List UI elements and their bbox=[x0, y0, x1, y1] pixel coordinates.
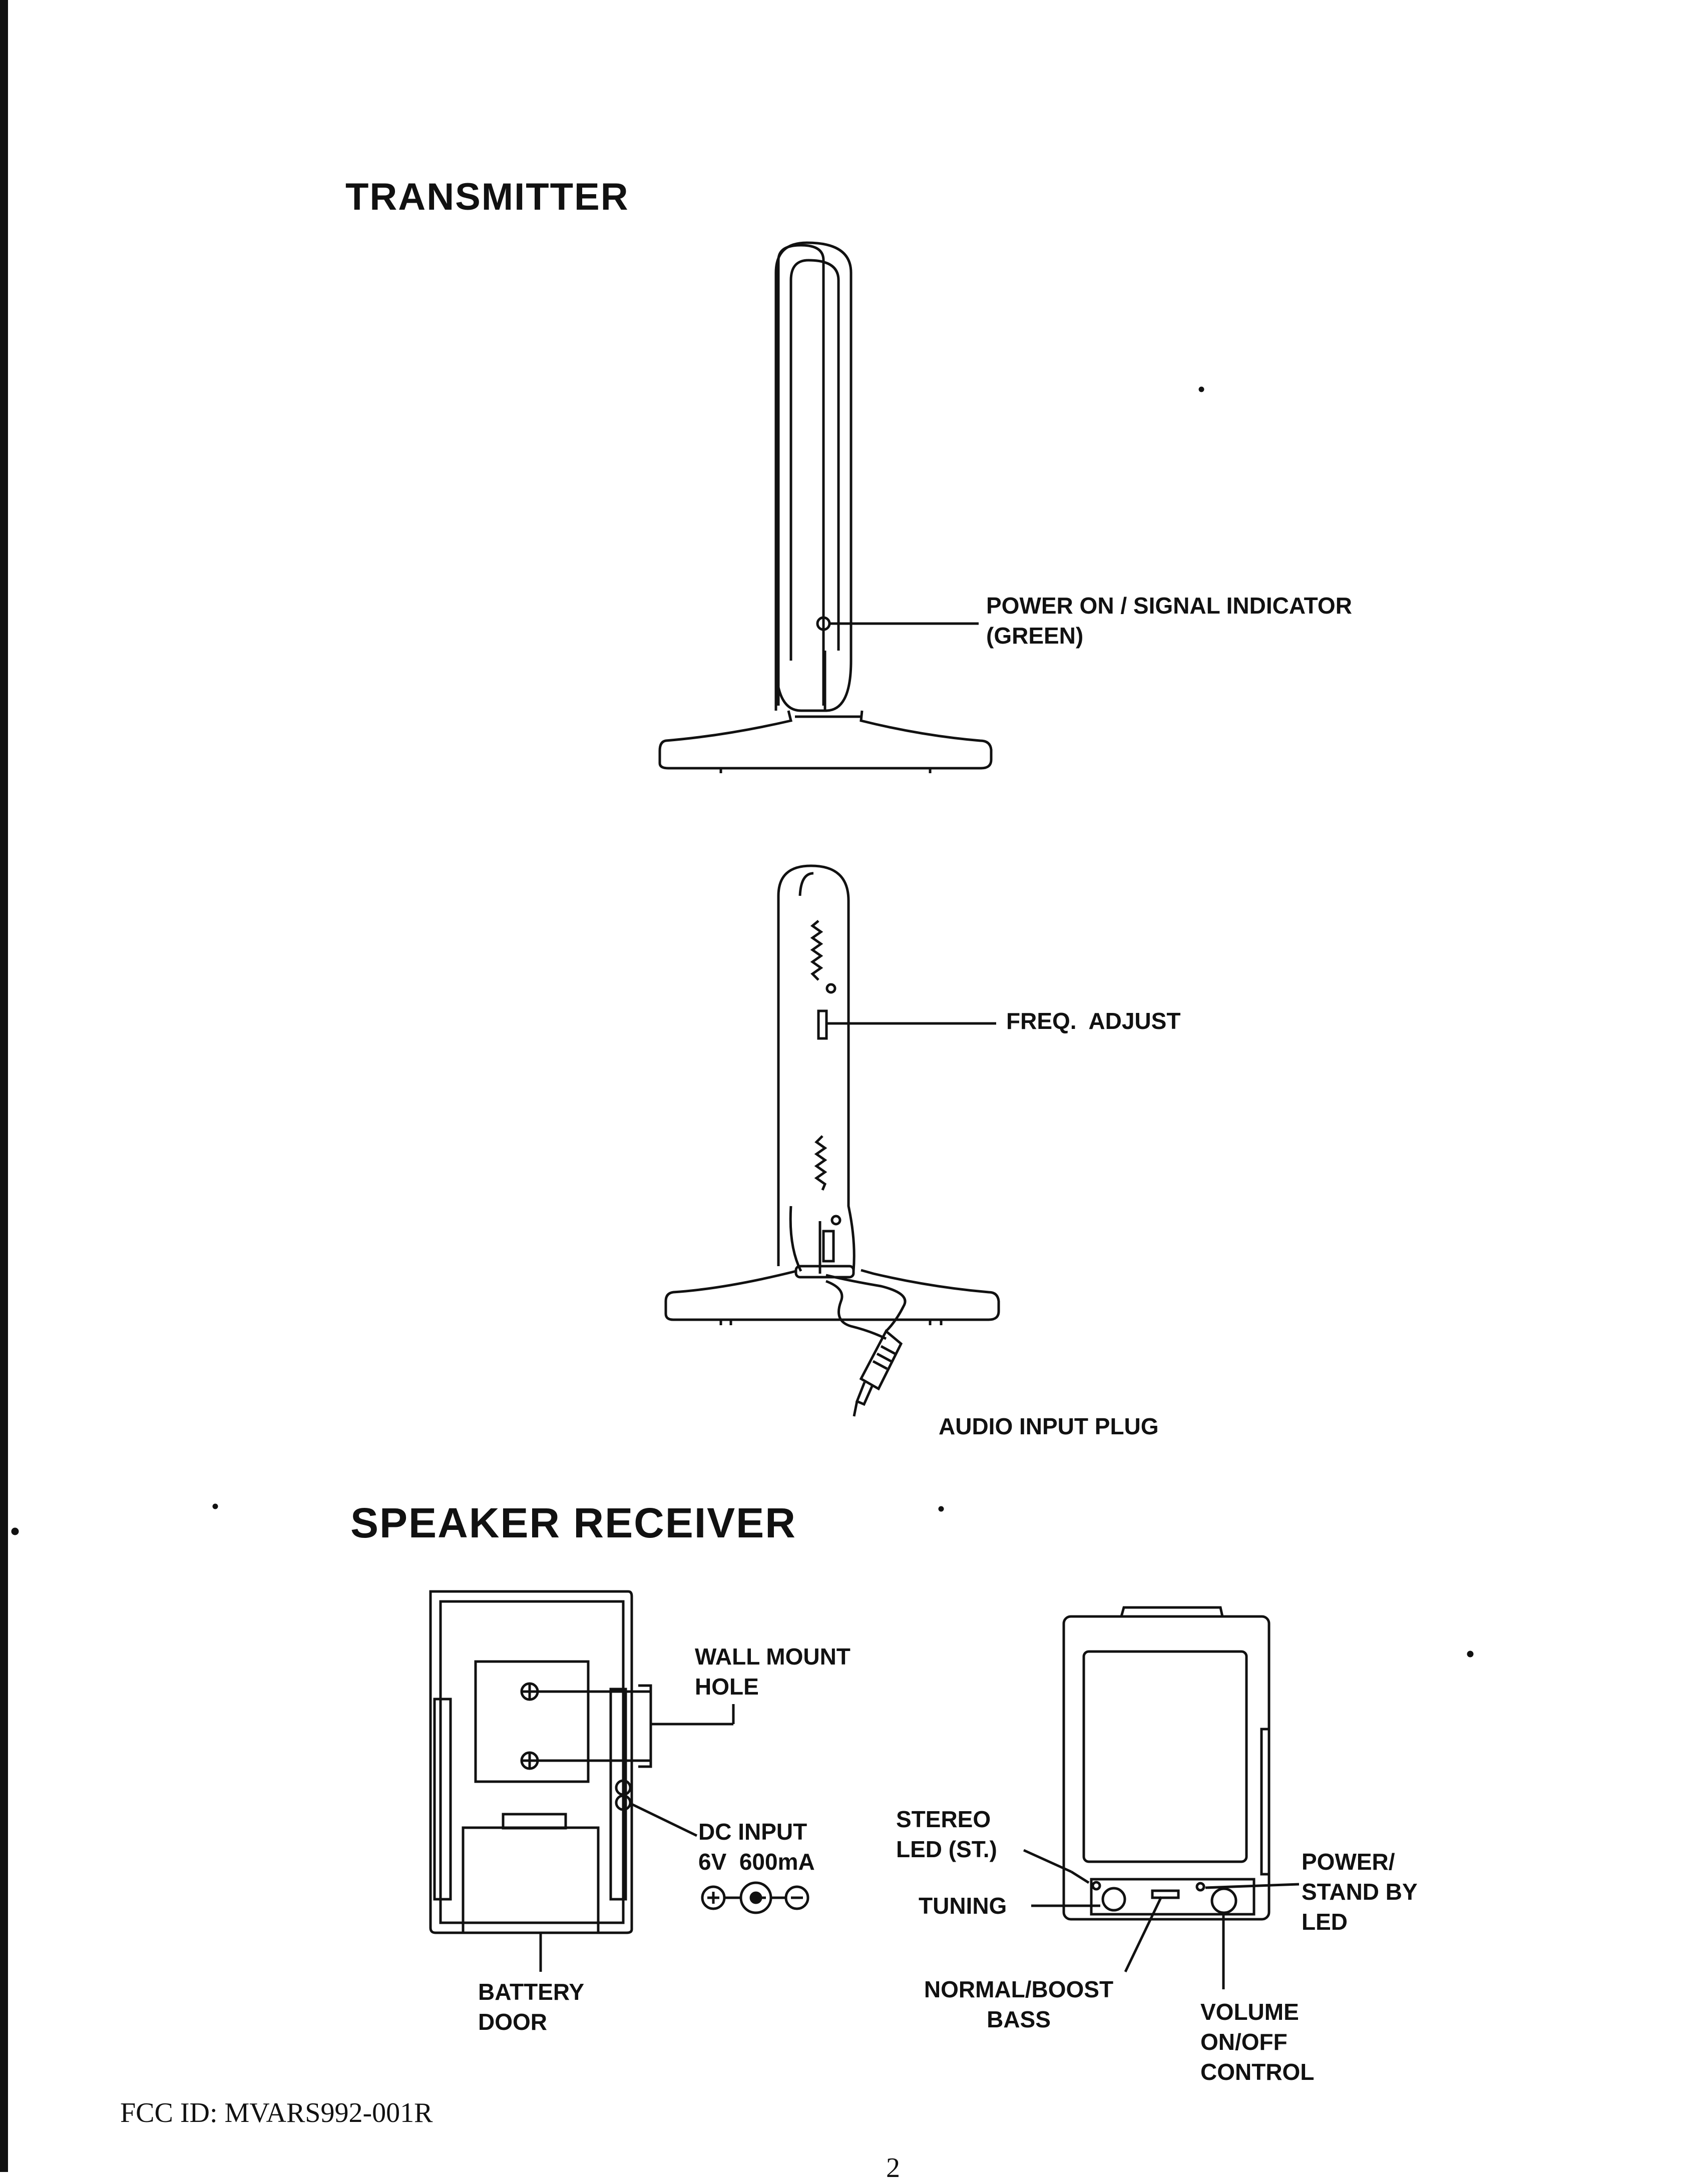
bass-switch-icon bbox=[1152, 1891, 1178, 1898]
battery-door-latch bbox=[503, 1814, 566, 1828]
grip-ridges-lower bbox=[816, 1136, 825, 1190]
audio-input-plug-label: AUDIO INPUT PLUG bbox=[939, 1411, 1159, 1441]
freq-adjust-switch bbox=[818, 1011, 826, 1038]
power-led-front-icon bbox=[1197, 1883, 1204, 1890]
wall-mount-panel bbox=[476, 1662, 588, 1782]
fcc-id: FCC ID: MVARS992-001R bbox=[120, 2097, 433, 2129]
dc-input-label: DC INPUT 6V 600mA bbox=[698, 1817, 815, 1877]
normal-boost-bass-label: NORMAL/BOOST BASS bbox=[906, 1974, 1131, 2034]
bass-leader bbox=[1125, 1897, 1161, 1972]
page-number: 2 bbox=[886, 2152, 900, 2184]
tuning-knob-icon bbox=[1103, 1888, 1125, 1910]
transmitter-side-view bbox=[666, 866, 999, 1416]
transmitter-front-inner-panel bbox=[791, 260, 838, 661]
power-led-leader bbox=[1205, 1884, 1299, 1888]
speaker-back-case bbox=[431, 1591, 632, 1933]
audio-cable bbox=[826, 1275, 905, 1331]
power-standby-led-label: POWER/ STAND BY LED bbox=[1302, 1847, 1418, 1937]
transmitter-front-view bbox=[660, 243, 991, 773]
volume-knob-icon bbox=[1212, 1889, 1236, 1913]
audio-plug-body bbox=[861, 1331, 901, 1389]
grip-ridges-upper bbox=[812, 921, 821, 980]
battery-door bbox=[463, 1828, 598, 1933]
power-signal-indicator-label: POWER ON / SIGNAL INDICATOR (GREEN) bbox=[986, 591, 1352, 651]
dc-input-leader bbox=[632, 1804, 697, 1836]
stereo-led-icon bbox=[1093, 1882, 1100, 1889]
tuning-label: TUNING bbox=[919, 1891, 1007, 1921]
battery-door-label: BATTERY DOOR bbox=[478, 1977, 584, 2037]
stereo-led-label: STEREO LED (ST.) bbox=[896, 1804, 997, 1864]
wall-mount-hole-label: WALL MOUNT HOLE bbox=[695, 1642, 851, 1702]
volume-control-label: VOLUME ON/OFF CONTROL bbox=[1200, 1997, 1314, 2087]
freq-adjust-label: FREQ. ADJUST bbox=[1006, 1006, 1180, 1036]
speaker-front-handle bbox=[1121, 1607, 1222, 1616]
stereo-led-leader bbox=[1071, 1872, 1089, 1883]
side-led-icon bbox=[827, 984, 835, 992]
speaker-grille bbox=[1084, 1652, 1246, 1862]
speaker-front-view bbox=[1024, 1607, 1299, 1989]
transmitter-front-base bbox=[660, 711, 991, 768]
speaker-front-case bbox=[1064, 1616, 1269, 1919]
transmitter-front-top-cap bbox=[778, 245, 823, 706]
audio-plug-tip bbox=[857, 1382, 872, 1404]
speaker-back-left-rail bbox=[435, 1699, 451, 1899]
